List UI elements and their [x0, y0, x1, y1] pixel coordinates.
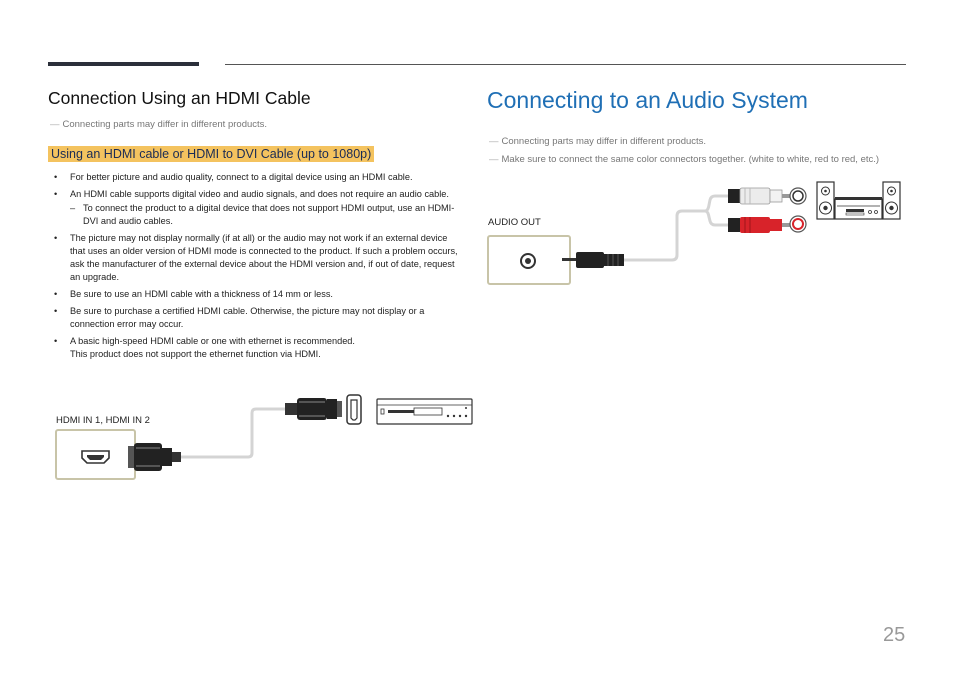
hdmi-note-text: Connecting parts may differ in different… [62, 119, 268, 130]
hdmi-section-heading: Connection Using an HDMI Cable [48, 88, 311, 108]
list-item-text: A basic high-speed HDMI cable or one wit… [70, 336, 355, 346]
audio-section-heading: Connecting to an Audio System [487, 87, 808, 113]
page-number: 25 [883, 624, 906, 646]
list-item-text: Be sure to use an HDMI cable with a thic… [70, 289, 333, 299]
note-dash: — [489, 154, 499, 165]
audio-port-label: AUDIO OUT [488, 217, 541, 228]
list-item: A basic high-speed HDMI cable or one wit… [54, 335, 464, 361]
list-item-text: An HDMI cable supports digital video and… [70, 189, 449, 199]
header-rule-thick [48, 62, 199, 66]
hdmi-bullet-list: For better picture and audio quality, co… [54, 171, 464, 365]
hdmi-plug-icon [128, 443, 181, 471]
stereo-system-icon [816, 181, 901, 220]
header-rule-thin [225, 64, 906, 65]
list-item: For better picture and audio quality, co… [54, 171, 464, 184]
hdmi-port-label: HDMI IN 1, HDMI IN 2 [56, 415, 150, 426]
audio-cable-line [624, 209, 705, 262]
hdmi-port-icon [81, 450, 110, 464]
note-dash: — [489, 136, 499, 147]
hdmi-diagram [55, 394, 473, 480]
rca-jack-red-icon [789, 215, 807, 233]
bluray-player-icon [376, 398, 473, 425]
mini-jack-plug-icon [562, 252, 624, 268]
audio-cable-red-branch [704, 209, 730, 227]
rca-plug-red-icon [728, 217, 790, 233]
audio-cable-white-branch [704, 194, 730, 213]
audio-note-1: —Connecting parts may differ in differen… [489, 136, 706, 147]
hdmi-plug-icon [285, 398, 342, 420]
hdmi-note: —Connecting parts may differ in differen… [50, 119, 267, 130]
hdmi-port-vertical-icon [346, 394, 362, 425]
rca-plug-white-icon [728, 187, 790, 205]
list-item: Be sure to purchase a certified HDMI cab… [54, 305, 464, 331]
list-item-text-line2: This product does not support the ethern… [70, 349, 321, 359]
hdmi-cable-line [181, 407, 290, 459]
audio-jack-icon [520, 253, 536, 269]
list-item-text: The picture may not display normally (if… [70, 233, 458, 282]
audio-note-1-text: Connecting parts may differ in different… [501, 136, 707, 147]
list-sub-item-text: To connect the product to a digital devi… [83, 203, 455, 226]
hdmi-subheading: Using an HDMI cable or HDMI to DVI Cable… [48, 146, 375, 162]
audio-diagram [487, 181, 901, 285]
list-sub-item: To connect the product to a digital devi… [70, 202, 464, 228]
list-item-text: Be sure to purchase a certified HDMI cab… [70, 306, 425, 329]
audio-note-2: —Make sure to connect the same color con… [489, 154, 879, 165]
list-item: An HDMI cable supports digital video and… [54, 188, 464, 228]
list-item-text: For better picture and audio quality, co… [70, 172, 413, 182]
rca-jack-white-icon [789, 187, 807, 205]
list-item: Be sure to use an HDMI cable with a thic… [54, 288, 464, 301]
list-item: The picture may not display normally (if… [54, 232, 464, 284]
audio-note-2-text: Make sure to connect the same color conn… [501, 154, 880, 165]
note-dash: — [50, 119, 60, 130]
